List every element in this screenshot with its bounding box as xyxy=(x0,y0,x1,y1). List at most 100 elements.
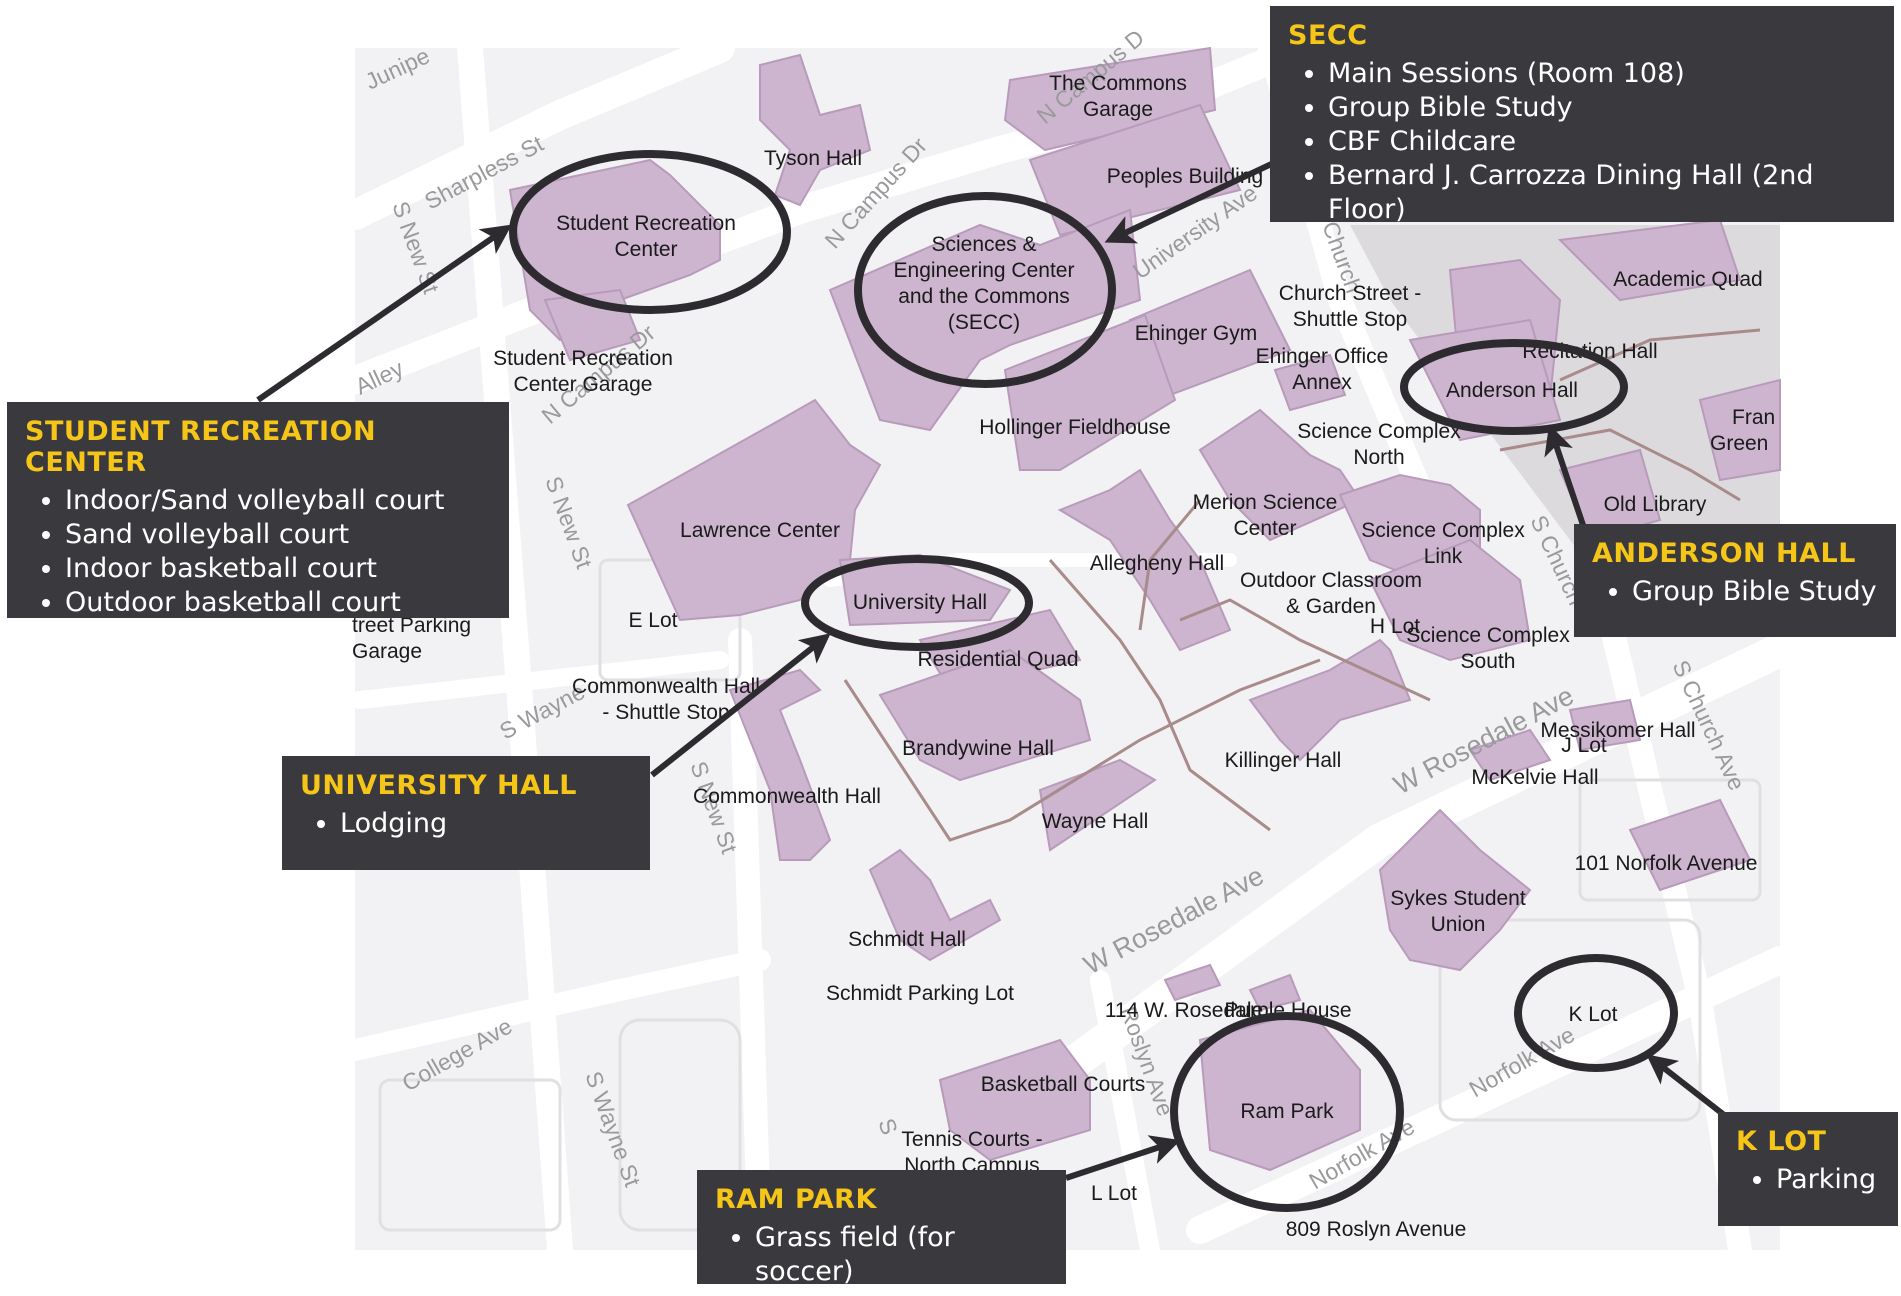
list-item: Group Bible Study xyxy=(1632,575,1878,609)
highlight-ring-anderson xyxy=(1400,339,1628,435)
label-allegheny-hall: Allegheny Hall xyxy=(1090,552,1224,575)
label-wayne-hall: Wayne Hall xyxy=(1042,810,1149,833)
list-item: Grass field (for soccer) xyxy=(755,1221,1048,1289)
list-item: Group Bible Study xyxy=(1328,91,1876,125)
building-academic-quad xyxy=(1557,218,1742,302)
label-ehinger-gym: Ehinger Gym xyxy=(1135,322,1258,345)
highlight-ring-k-lot xyxy=(1514,954,1678,1072)
label-brandywine-hall: Brandywine Hall xyxy=(902,737,1054,760)
walking-paths xyxy=(843,328,1761,842)
building-mckelvie xyxy=(1468,728,1552,782)
building-commonwealth xyxy=(728,668,832,861)
building-sci-south xyxy=(1368,538,1532,662)
label-commonwealth-hall: Commonwealth Hall xyxy=(693,785,881,808)
label-ram-park: Ram Park xyxy=(1240,1100,1334,1123)
buildings xyxy=(353,46,1781,1172)
arrow-anderson xyxy=(1544,424,1587,529)
label-tyson-hall: Tyson Hall xyxy=(764,147,862,170)
building-sykes xyxy=(1378,808,1532,972)
label-academic-quad: Academic Quad xyxy=(1613,268,1762,291)
list-item: Lodging xyxy=(340,807,632,841)
callout-ram-park-title: RAM PARK xyxy=(715,1184,877,1215)
callout-anderson-title: ANDERSON HALL xyxy=(1592,538,1856,569)
label-peoples-building: Peoples Building xyxy=(1107,165,1263,188)
building-101-norfolk xyxy=(1628,798,1752,892)
list-item: Sand volleyball court xyxy=(65,518,491,552)
label-basketball-courts: Basketball Courts xyxy=(981,1073,1146,1096)
callout-secc-title: SECC xyxy=(1288,20,1368,51)
callout-university-list: Lodging xyxy=(300,807,632,841)
label-101-norfolk: 101 Norfolk Avenue xyxy=(1575,852,1758,875)
highlight-ring-university xyxy=(801,555,1033,651)
building-fran-green xyxy=(1698,378,1781,482)
list-item: CBF Childcare xyxy=(1328,125,1876,159)
callout-ram-park: RAM PARK Grass field (for soccer) xyxy=(697,1170,1066,1287)
label-809-roslyn: 809 Roslyn Avenue xyxy=(1286,1218,1467,1241)
callout-university-title: UNIVERSITY HALL xyxy=(300,770,577,801)
callout-ram-park-list: Grass field (for soccer) xyxy=(715,1221,1048,1289)
callout-student-rec: STUDENT RECREATION CENTER Indoor/Sand vo… xyxy=(7,402,509,618)
label-114-rosedale: 114 W. Rosedale xyxy=(1105,999,1263,1022)
list-item: Parking xyxy=(1776,1163,1880,1197)
arrow-student-rec xyxy=(256,224,512,403)
label-commonwealth-shuttle: Commonwealth Hall- Shuttle Stop xyxy=(572,675,760,724)
highlight-ring-ram-park xyxy=(1170,1012,1404,1212)
building-allegheny xyxy=(1057,468,1232,652)
arrow-university xyxy=(650,633,831,778)
label-e-lot: E Lot xyxy=(628,609,677,632)
list-item: Indoor basketball court xyxy=(65,552,491,586)
label-lawrence-center: Lawrence Center xyxy=(680,519,840,542)
callout-secc-list: Main Sessions (Room 108) Group Bible Stu… xyxy=(1288,57,1876,227)
highlight-ring-student-rec xyxy=(509,150,791,314)
list-item: Indoor/Sand volleyball court xyxy=(65,484,491,518)
callout-k-lot-title: K LOT xyxy=(1736,1126,1827,1157)
callout-k-lot: K LOT Parking xyxy=(1718,1112,1898,1226)
callout-student-rec-title: STUDENT RECREATION CENTER xyxy=(25,416,377,478)
list-item: Outdoor basketball court xyxy=(65,586,491,620)
callout-k-lot-list: Parking xyxy=(1736,1163,1880,1197)
label-hollinger-fieldhouse: Hollinger Fieldhouse xyxy=(979,416,1170,439)
callout-anderson: ANDERSON HALL Group Bible Study xyxy=(1574,524,1896,637)
label-university-hall: University Hall xyxy=(853,591,987,614)
label-schmidt-lot: Schmidt Parking Lot xyxy=(826,982,1014,1005)
label-old-library: Old Library xyxy=(1604,493,1707,516)
building-messikomer xyxy=(1568,698,1642,752)
building-114-rosedale xyxy=(1163,963,1222,1002)
building-schmidt xyxy=(868,848,1002,962)
building-tyson xyxy=(759,53,872,207)
callout-anderson-list: Group Bible Study xyxy=(1592,575,1878,609)
building-basketball xyxy=(938,1038,1091,1162)
arrow-secc xyxy=(1104,157,1282,244)
label-schmidt-hall: Schmidt Hall xyxy=(848,928,966,951)
building-brandywine xyxy=(878,648,1092,782)
label-h-lot: H Lot xyxy=(1370,615,1420,638)
label-j-lot: J Lot xyxy=(1561,734,1607,757)
roads xyxy=(340,33,1797,1263)
arrow-ram-park xyxy=(1065,1135,1181,1181)
building-sci-north xyxy=(1198,408,1362,542)
label-k-lot: K Lot xyxy=(1568,1003,1617,1026)
callout-student-rec-list: Indoor/Sand volleyball court Sand volley… xyxy=(25,484,491,620)
label-anderson-hall: Anderson Hall xyxy=(1446,379,1578,402)
label-residential-quad: Residential Quad xyxy=(917,648,1078,671)
label-church-street-shuttle: Church Street -Shuttle Stop xyxy=(1279,282,1421,331)
arrow-k-lot xyxy=(1646,1054,1730,1121)
label-killinger-hall: Killinger Hall xyxy=(1225,749,1342,772)
building-lawrence xyxy=(626,398,882,622)
highlight-ring-secc xyxy=(854,192,1116,388)
label-messikomer-hall: Messikomer Hall xyxy=(1540,719,1695,742)
label-l-lot: L Lot xyxy=(1091,1182,1137,1205)
building-ram-park xyxy=(1198,1008,1361,1172)
callout-secc: SECC Main Sessions (Room 108) Group Bibl… xyxy=(1270,6,1894,225)
